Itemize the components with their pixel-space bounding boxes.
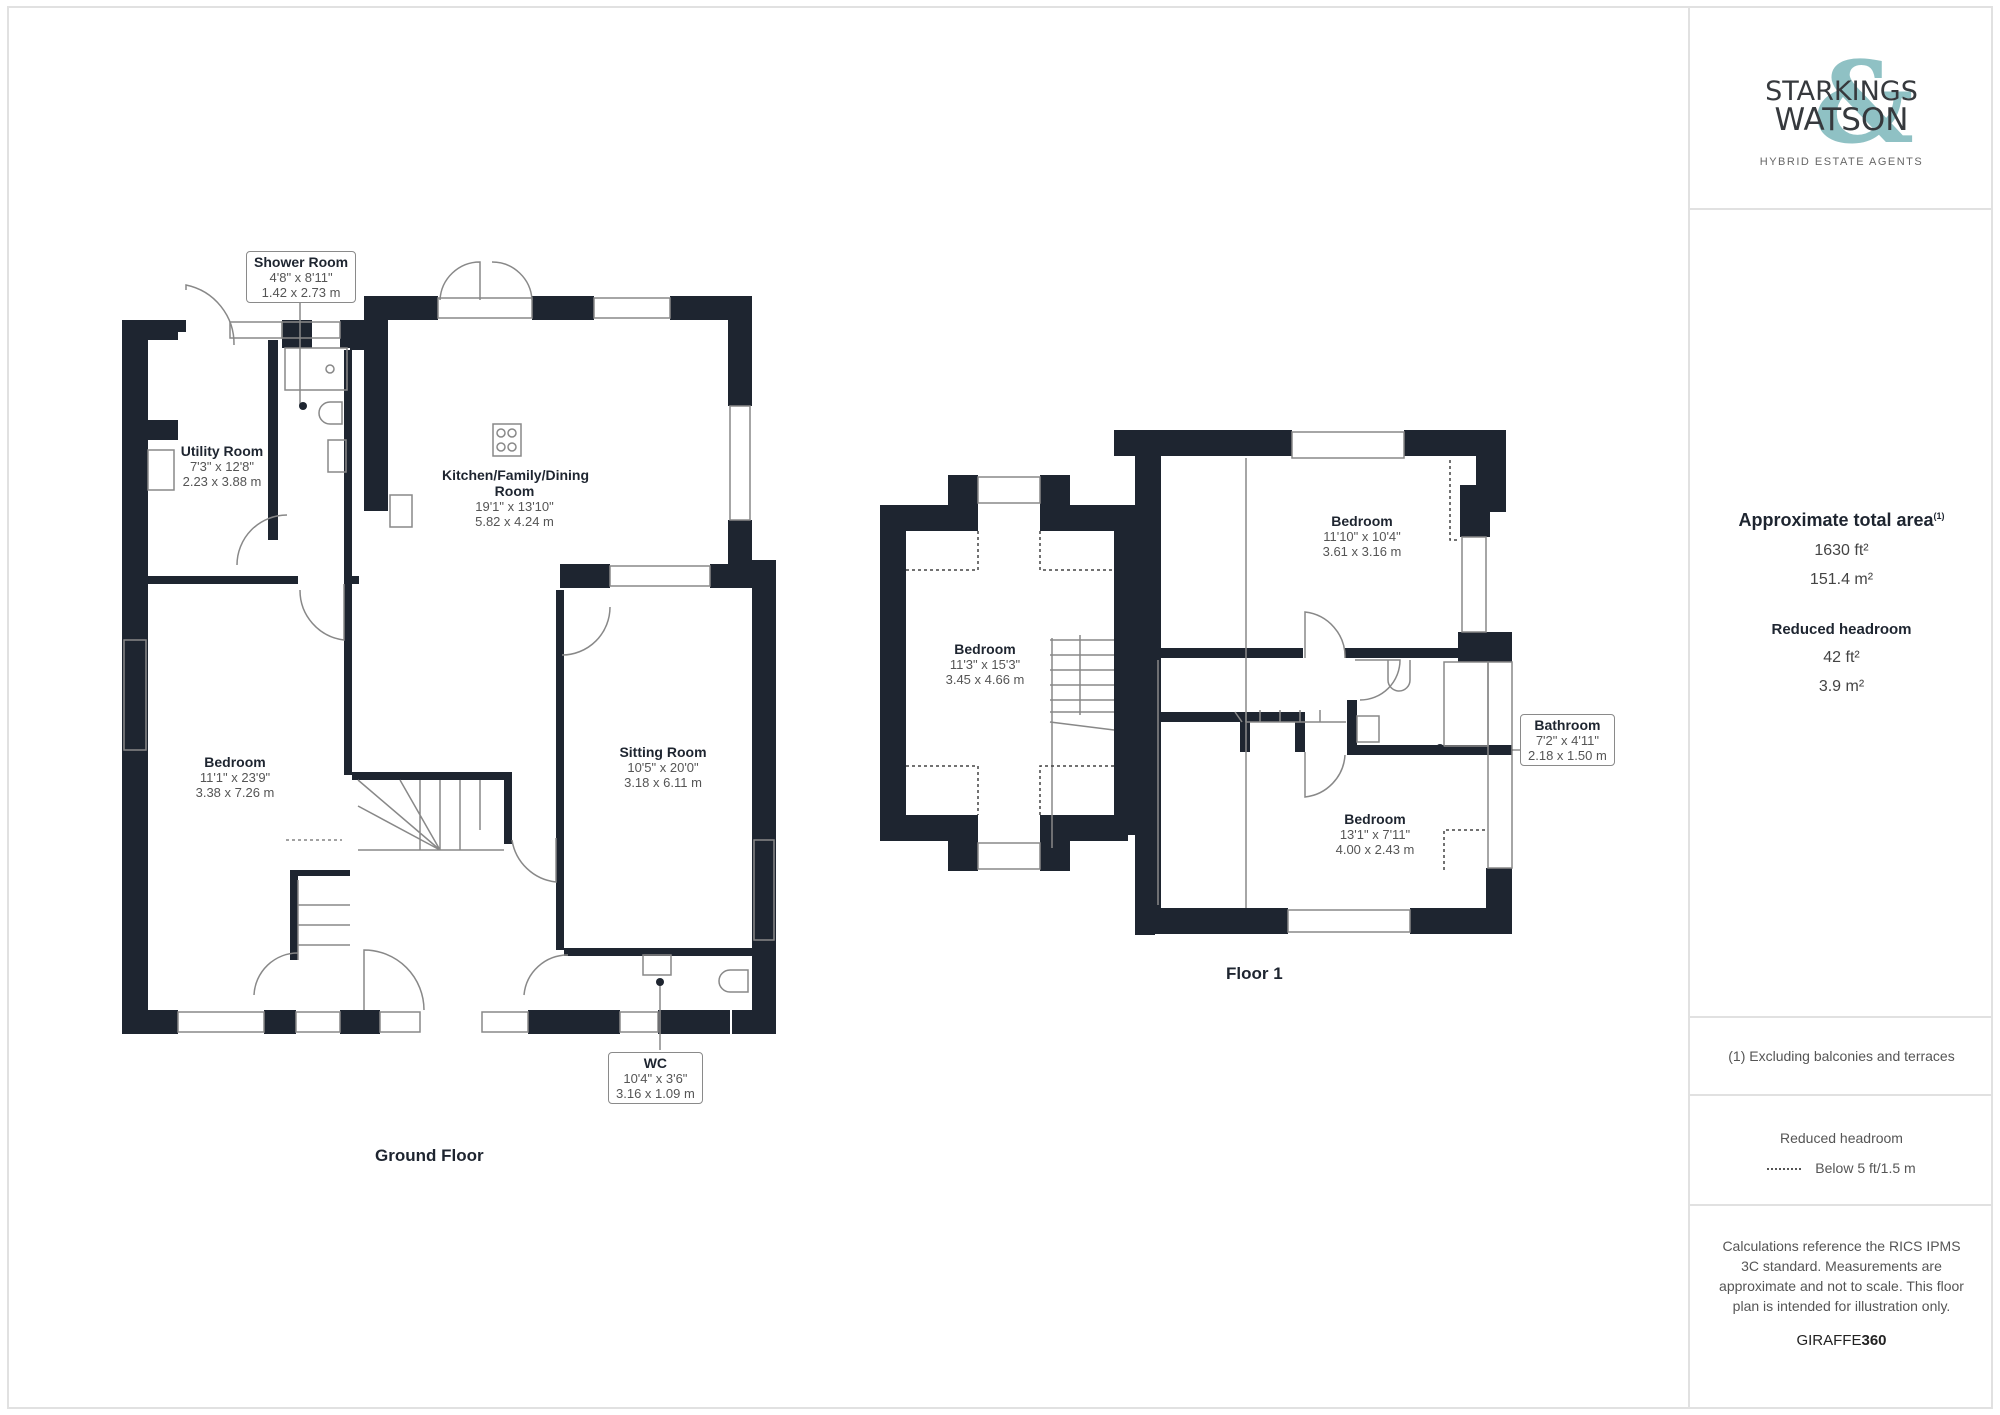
floor-title-ground: Ground Floor [375,1146,484,1165]
brand-tagline: HYBRID ESTATE AGENTS [1759,156,1924,168]
room-label-shower-room: Shower Room 4'8" x 8'11" 1.42 x 2.73 m [246,251,357,303]
room-label-ground-bedroom: Bedroom 11'1" x 23'9" 3.38 x 7.26 m [195,754,275,800]
total-area-title: Approximate total area(1) [1738,510,1945,530]
legend-section: Reduced headroom Below 5 ft/1.5 m [1690,1096,1993,1206]
room-label-floor1-bedroom-top: Bedroom 11'10" x 10'4" 3.61 x 3.16 m [1322,513,1402,559]
total-area-ft: 1630 ft² [1814,542,1869,559]
first-floor-fixtures [977,431,1513,933]
ground-floor-fixtures [123,261,775,1050]
reduced-headroom-title: Reduced headroom [1771,621,1912,638]
dotted-line-icon [1767,1168,1802,1171]
total-area-m: 151.4 m² [1809,571,1874,588]
legend-title: Reduced headroom [1780,1130,1903,1146]
room-label-floor1-bedroom-bottom: Bedroom 13'1" x 7'11" 4.00 x 2.43 m [1335,811,1415,857]
area-summary: Approximate total area(1) 1630 ft² 151.4… [1690,210,1993,1018]
info-sidebar: & STARKINGS WATSON HYBRID ESTATE AGENTS … [1688,6,1993,1409]
room-label-kitchen: Kitchen/Family/Dining Room 19'1" x 13'10… [442,467,590,529]
reduced-headroom-ft: 42 ft² [1823,649,1860,666]
footnote-text: (1) Excluding balconies and terraces [1728,1048,1955,1064]
ampersand-logo-mark: & [1813,38,1915,169]
floor-plan-drawing [122,261,1524,1050]
disclaimer-text: Calculations reference the RICS IPMS 3C … [1719,1238,1964,1314]
room-label-utility-room: Utility Room 7'3" x 12'8" 2.23 x 3.88 m [180,443,264,489]
footnote-section: (1) Excluding balconies and terraces [1690,1018,1993,1096]
brand-line-1: STARKINGS [1765,76,1918,107]
page-frame [7,6,1993,1409]
room-label-wc: WC 10'4" x 3'6" 3.16 x 1.09 m [608,1052,703,1104]
disclaimer-section: Calculations reference the RICS IPMS 3C … [1690,1206,1993,1409]
brand-line-2: WATSON [1774,102,1909,138]
floor-title-first: Floor 1 [1226,964,1283,983]
reduced-headroom-m: 3.9 m² [1818,678,1865,695]
legend-item: Below 5 ft/1.5 m [1690,1160,1993,1176]
room-label-floor1-bedroom-left: Bedroom 11'3" x 15'3" 3.45 x 4.66 m [945,641,1025,687]
brand-logo: & STARKINGS WATSON HYBRID ESTATE AGENTS [1690,6,1993,210]
room-label-bathroom: Bathroom 7'2" x 4'11" 2.18 x 1.50 m [1520,714,1615,766]
giraffe360-credit: GIRAFFE360 [1796,1332,1887,1349]
ground-floor-walls [122,296,776,1034]
room-label-sitting-room: Sitting Room 10'5" x 20'0" 3.18 x 6.11 m [619,744,707,790]
first-floor-walls [880,430,1512,935]
reduced-headroom-lines [906,460,1486,870]
